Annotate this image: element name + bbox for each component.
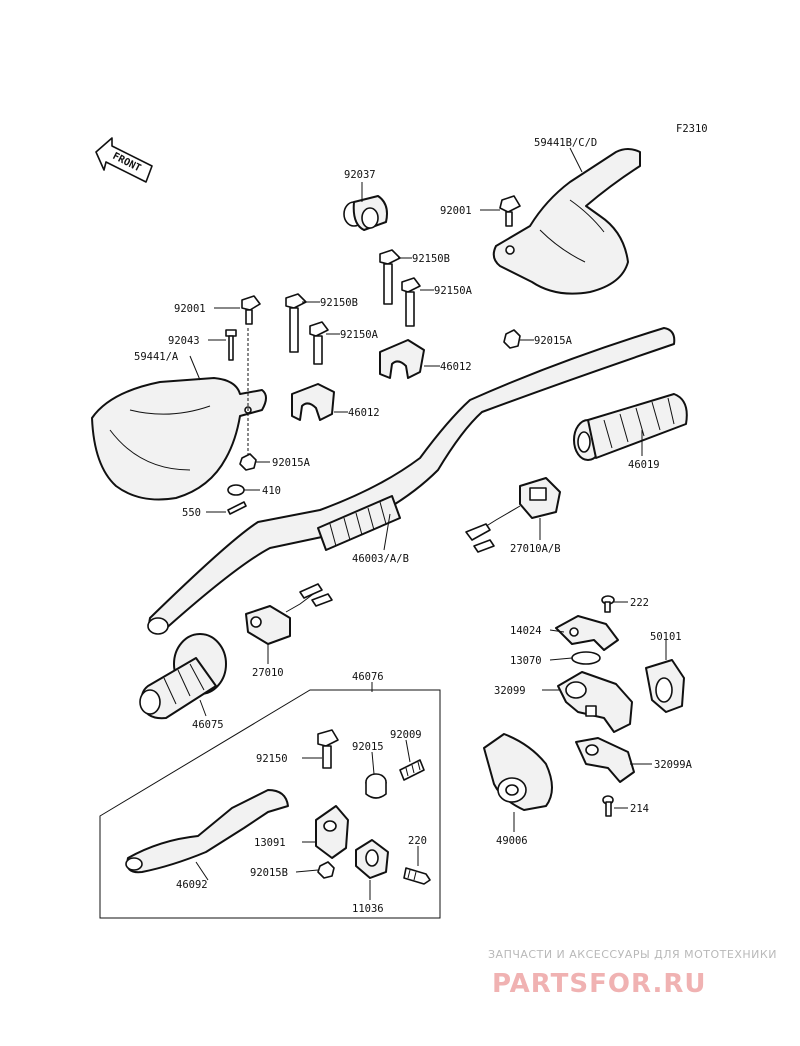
label-59441a: 59441/A	[134, 351, 179, 363]
bolt-92150b-mid	[285, 293, 307, 353]
label-220: 220	[408, 835, 427, 847]
handlebar-crossbar-pad	[317, 495, 401, 551]
label-27010ab: 27010A/B	[510, 543, 561, 555]
label-32099a: 32099A	[654, 759, 693, 771]
bolt-92001-left	[241, 295, 261, 325]
throttle-tube-49006	[483, 733, 553, 811]
screw-214	[602, 795, 614, 817]
label-92015a-left: 92015A	[272, 457, 311, 469]
label-92150b-top: 92150B	[412, 253, 450, 265]
washer-410	[227, 484, 245, 496]
ring-13070	[571, 651, 601, 665]
label-410: 410	[262, 485, 281, 497]
label-92001-right: 92001	[440, 205, 472, 217]
throttle-housing-32099	[557, 671, 633, 733]
label-46076: 46076	[352, 671, 384, 683]
bolt-92150	[317, 729, 339, 769]
adjuster-92009	[399, 759, 425, 781]
label-49006: 49006	[496, 835, 528, 847]
nut-92015a-left	[239, 453, 257, 471]
label-92150: 92150	[256, 753, 288, 765]
pin-550	[227, 501, 247, 515]
label-92009: 92009	[390, 729, 422, 741]
bolt-92150a-top	[401, 277, 421, 327]
bolt-92150a-mid	[309, 321, 329, 365]
label-46012-upper: 46012	[440, 361, 472, 373]
housing-cap-50101	[645, 659, 685, 713]
label-50101: 50101	[650, 631, 682, 643]
label-92150a-top: 92150A	[434, 285, 473, 297]
cable-cover-14024	[555, 615, 619, 651]
handlebar-clamp-46012-lower	[291, 383, 335, 421]
label-92015a-top: 92015A	[534, 335, 573, 347]
watermark-tagline: ЗАПЧАСТИ И АКСЕССУАРЫ ДЛЯ МОТОТЕХНИКИ	[488, 948, 777, 961]
label-222: 222	[630, 597, 649, 609]
part-labels: 59441B/C/D 92037 92001 92150B 92150A 920…	[134, 137, 693, 915]
label-32099: 32099	[494, 685, 526, 697]
label-92150a-mid: 92150A	[340, 329, 379, 341]
screw-222	[601, 595, 615, 613]
figure-code: F2310	[676, 123, 708, 135]
label-27010: 27010	[252, 667, 284, 679]
switch-27010	[245, 583, 333, 645]
handlebar-46003	[147, 327, 676, 635]
label-92037: 92037	[344, 169, 376, 181]
label-550: 550	[182, 507, 201, 519]
label-13091: 13091	[254, 837, 286, 849]
watermark-brand: PARTSFOR.RU	[492, 969, 706, 999]
throttle-housing-32099a	[575, 737, 635, 783]
right-grip-46019	[573, 393, 688, 461]
lever-assembly-box-46076	[99, 689, 441, 919]
lever-holder-13091	[315, 805, 349, 859]
label-11036: 11036	[352, 903, 384, 915]
label-14024: 14024	[510, 625, 542, 637]
bolt-92043	[225, 329, 237, 361]
watermark: ЗАПЧАСТИ И АКСЕССУАРЫ ДЛЯ МОТОТЕХНИКИ PA…	[488, 948, 777, 999]
clutch-lever-46092	[125, 789, 289, 874]
bolt-92001-right	[499, 195, 521, 227]
label-92150b-mid: 92150B	[320, 297, 358, 309]
label-59441bcd: 59441B/C/D	[534, 137, 597, 149]
right-hand-guard	[492, 148, 641, 295]
leader-lines	[189, 147, 667, 900]
bracket-11036	[355, 839, 389, 879]
collar-92015	[365, 773, 387, 799]
handlebar-clamp-46012-upper	[379, 339, 425, 379]
label-46092: 46092	[176, 879, 208, 891]
label-92015: 92015	[352, 741, 384, 753]
switch-27010ab	[465, 477, 561, 553]
label-13070: 13070	[510, 655, 542, 667]
label-92001-left: 92001	[174, 303, 206, 315]
label-46019: 46019	[628, 459, 660, 471]
label-46075: 46075	[192, 719, 224, 731]
left-grip-46075	[139, 633, 227, 720]
label-92043: 92043	[168, 335, 200, 347]
nut-92015b	[317, 861, 335, 879]
clamp-92037	[343, 195, 388, 231]
label-46003: 46003/A/B	[352, 553, 409, 565]
label-214: 214	[630, 803, 649, 815]
bolt-92150b-top	[379, 249, 401, 305]
nut-92015a-top	[503, 329, 521, 349]
screw-220	[403, 867, 431, 885]
label-46012-lower: 46012	[348, 407, 380, 419]
label-92015b: 92015B	[250, 867, 288, 879]
front-arrow-icon: FRONT	[95, 137, 153, 183]
left-hand-guard	[91, 377, 267, 501]
